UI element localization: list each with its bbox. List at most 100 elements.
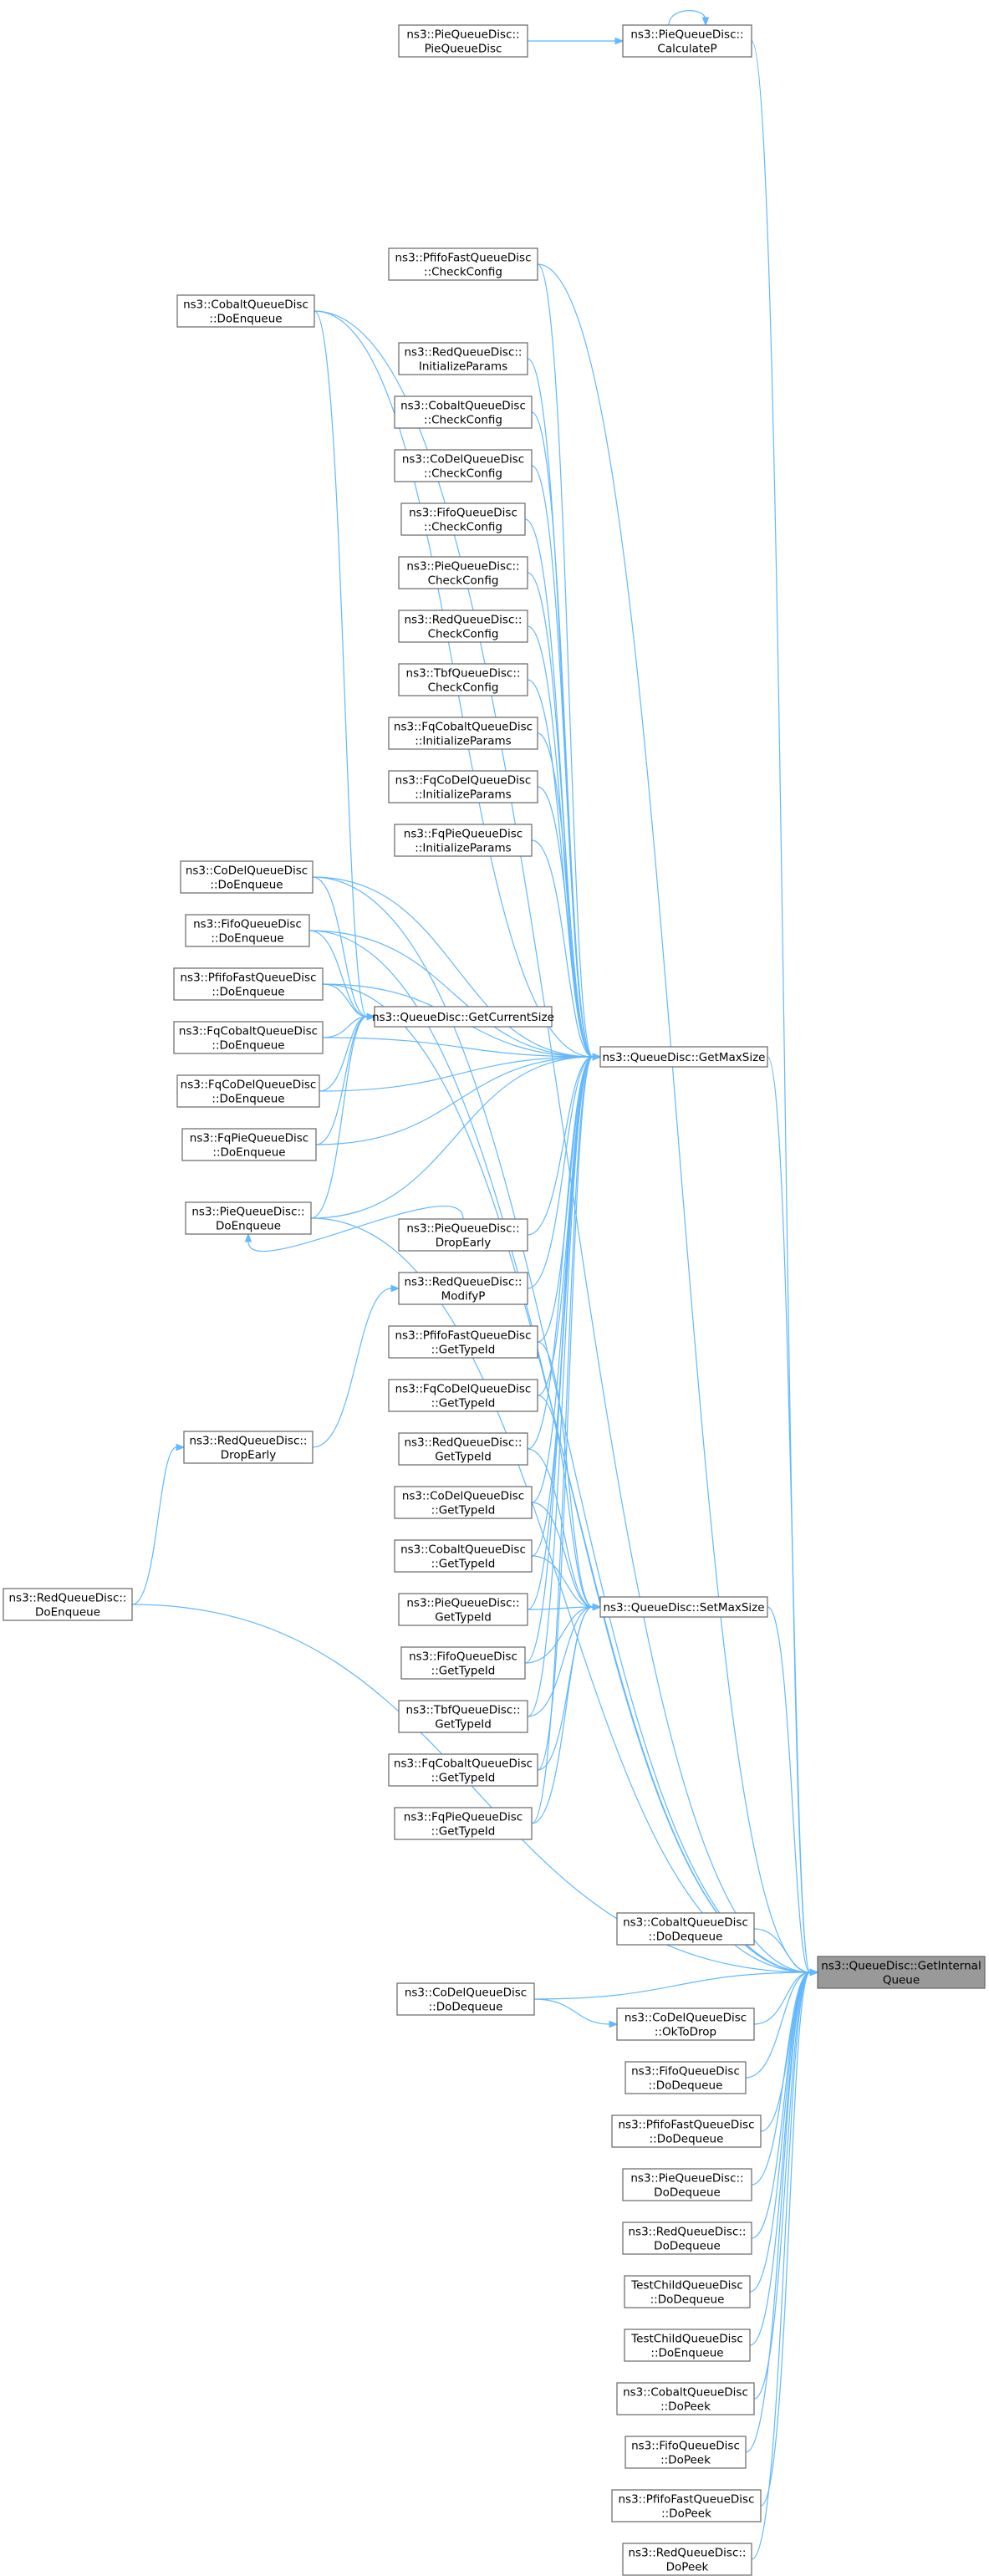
- node-label: PieQueueDisc: [425, 43, 502, 56]
- edge-codelDeq-to-codelOk: [533, 1998, 610, 2025]
- edge-cobaltType-to-setMaxSize: [531, 1555, 594, 1608]
- node-pfifoCheck[interactable]: ns3::PfifoFastQueueDisc::CheckConfig: [388, 247, 538, 281]
- edge-pfifoCheck-to-root: [537, 263, 811, 1973]
- node-label: ns3::CoDelQueueDisc: [402, 1490, 524, 1503]
- node-fqCobaltType[interactable]: ns3::FqCobaltQueueDisc::GetTypeId: [388, 1753, 538, 1787]
- node-testEnq[interactable]: TestChildQueueDisc::DoEnqueue: [624, 2329, 751, 2362]
- node-label: ::DoEnqueue: [212, 1093, 284, 1106]
- edge-fqPieInit-to-getMaxSize: [531, 839, 594, 1058]
- node-pfifoPeek[interactable]: ns3::PfifoFastQueueDisc::DoPeek: [611, 2489, 762, 2522]
- edge-fqCobaltType-to-getMaxSize: [537, 1056, 594, 1771]
- node-tbfType[interactable]: ns3::TbfQueueDisc::GetTypeId: [398, 1700, 528, 1733]
- node-fqCodelType[interactable]: ns3::FqCoDelQueueDisc::GetTypeId: [388, 1379, 538, 1412]
- node-redPeek[interactable]: ns3::RedQueueDisc::DoPeek: [622, 2543, 752, 2576]
- node-getMaxSize[interactable]: ns3::QueueDisc::GetMaxSize: [599, 1046, 768, 1068]
- node-pieCheck[interactable]: ns3::PieQueueDisc::CheckConfig: [398, 556, 528, 589]
- node-fqCodelEnq[interactable]: ns3::FqCoDelQueueDisc::DoEnqueue: [176, 1074, 320, 1108]
- edge-codelEnq-to-getMaxSize: [312, 876, 594, 1058]
- node-pieType[interactable]: ns3::PieQueueDisc::GetTypeId: [398, 1593, 528, 1626]
- node-label: ns3::RedQueueDisc::: [9, 1592, 127, 1605]
- edge-getMaxSize-to-root: [767, 1056, 811, 1973]
- node-box: [398, 663, 528, 696]
- node-codelCheck[interactable]: ns3::CoDelQueueDisc::CheckConfig: [394, 449, 533, 482]
- node-label: ::DoDequeue: [649, 1931, 723, 1944]
- node-label: ::DoEnqueue: [209, 313, 282, 326]
- node-pieEnq[interactable]: ns3::PieQueueDisc::DoEnqueue: [185, 1201, 312, 1235]
- node-cobaltType[interactable]: ns3::CobaltQueueDisc::GetTypeId: [394, 1539, 533, 1573]
- node-label: ns3::RedQueueDisc::: [405, 1276, 523, 1289]
- node-cobaltPeek[interactable]: ns3::CobaltQueueDisc::DoPeek: [616, 2382, 755, 2415]
- node-label: ns3::PfifoFastQueueDisc: [395, 1329, 531, 1343]
- node-box: [616, 2007, 755, 2041]
- node-fifoPeek[interactable]: ns3::FifoQueueDisc::DoPeek: [624, 2436, 747, 2469]
- node-box: [176, 1074, 320, 1108]
- node-testDeq[interactable]: TestChildQueueDisc::DoDequeue: [624, 2275, 751, 2308]
- node-fifoType[interactable]: ns3::FifoQueueDisc::GetTypeId: [400, 1646, 526, 1680]
- node-fqPieType[interactable]: ns3::FqPieQueueDisc::GetTypeId: [394, 1807, 533, 1840]
- node-redType[interactable]: ns3::RedQueueDisc::GetTypeId: [398, 1432, 528, 1466]
- edge-testDeq-to-root: [749, 1972, 811, 2293]
- node-pieDeq[interactable]: ns3::PieQueueDisc::DoDequeue: [622, 2168, 752, 2201]
- node-box: [599, 1046, 768, 1068]
- node-box: [624, 2329, 751, 2362]
- node-fifoEnq[interactable]: ns3::FifoQueueDisc::DoEnqueue: [185, 914, 310, 947]
- node-label: ns3::CobaltQueueDisc: [400, 400, 526, 413]
- node-redModifyP[interactable]: ns3::RedQueueDisc::ModifyP: [398, 1272, 528, 1305]
- node-pfifoType[interactable]: ns3::PfifoFastQueueDisc::GetTypeId: [388, 1325, 538, 1359]
- node-cobaltEnq[interactable]: ns3::CobaltQueueDisc::DoEnqueue: [176, 294, 315, 328]
- edge-fqPieEnq-to-getMaxSize: [315, 1056, 594, 1145]
- node-setMaxSize[interactable]: ns3::QueueDisc::SetMaxSize: [599, 1596, 768, 1618]
- node-label: ns3::TbfQueueDisc::: [406, 667, 521, 681]
- node-fifoDeq[interactable]: ns3::FifoQueueDisc::DoDequeue: [624, 2061, 747, 2094]
- node-label: DoDequeue: [654, 2186, 721, 2200]
- edge-pfifoCheck-to-getMaxSize: [537, 263, 594, 1058]
- node-fqPieEnq[interactable]: ns3::FqPieQueueDisc::DoEnqueue: [181, 1128, 317, 1161]
- node-label: ns3::FqPieQueueDisc: [404, 828, 523, 841]
- node-redEnq[interactable]: ns3::RedQueueDisc::DoEnqueue: [3, 1588, 133, 1621]
- node-fqPieInit[interactable]: ns3::FqPieQueueDisc::InitializeParams: [394, 824, 533, 857]
- node-codelDeq[interactable]: ns3::CoDelQueueDisc::DoDequeue: [396, 1982, 535, 2016]
- node-label: DoPeek: [666, 2561, 709, 2574]
- node-label: ::CheckConfig: [424, 266, 502, 279]
- node-fqCodelInit[interactable]: ns3::FqCoDelQueueDisc::InitializeParams: [388, 770, 538, 803]
- node-codelEnq[interactable]: ns3::CoDelQueueDisc::DoEnqueue: [180, 860, 314, 894]
- edge-pieEnq-to-root: [310, 1217, 811, 1973]
- node-pieDropEarly[interactable]: ns3::PieQueueDisc::DropEarly: [398, 1218, 528, 1252]
- node-codelType[interactable]: ns3::CoDelQueueDisc::GetTypeId: [394, 1486, 533, 1519]
- node-redCheck[interactable]: ns3::RedQueueDisc::CheckConfig: [398, 610, 528, 643]
- node-redInit[interactable]: ns3::RedQueueDisc::InitializeParams: [398, 342, 528, 375]
- edge-redEnq-to-redDropEarly-arrow: [176, 1443, 186, 1451]
- node-tbfCheck[interactable]: ns3::TbfQueueDisc::CheckConfig: [398, 663, 528, 696]
- node-box: [398, 24, 528, 58]
- node-box: [398, 342, 528, 375]
- node-fqCobaltEnq[interactable]: ns3::FqCobaltQueueDisc::DoEnqueue: [173, 1021, 324, 1054]
- node-label: ns3::FqCoDelQueueDisc: [395, 774, 532, 788]
- node-cobaltCheck[interactable]: ns3::CobaltQueueDisc::CheckConfig: [394, 395, 533, 429]
- node-pieCalcP[interactable]: ns3::PieQueueDisc::CalculateP: [622, 24, 752, 58]
- node-box: [185, 1201, 312, 1235]
- node-label: ::DoPeek: [661, 2507, 711, 2521]
- node-label: ns3::CoDelQueueDisc: [624, 2012, 747, 2025]
- edge-setMaxSize-to-root: [767, 1606, 811, 1973]
- node-box: [394, 1539, 533, 1573]
- node-box: [173, 1021, 324, 1054]
- node-pieCtor[interactable]: ns3::PieQueueDisc::PieQueueDisc: [398, 24, 528, 58]
- node-fifoCheck[interactable]: ns3::FifoQueueDisc::CheckConfig: [400, 502, 526, 536]
- edge-tbfType-to-getMaxSize: [527, 1056, 594, 1717]
- node-label: ns3::PfifoFastQueueDisc: [618, 2493, 754, 2507]
- edge-fqCobaltEnq-to-getCurrentSize: [322, 1016, 368, 1038]
- node-fqCobaltInit[interactable]: ns3::FqCobaltQueueDisc::InitializeParams: [388, 717, 538, 750]
- node-box: [183, 1431, 314, 1464]
- node-codelOk[interactable]: ns3::CoDelQueueDisc::OkToDrop: [616, 2007, 755, 2041]
- node-redDropEarly[interactable]: ns3::RedQueueDisc::DropEarly: [183, 1431, 314, 1464]
- node-label: ns3::PieQueueDisc::: [406, 560, 519, 574]
- node-cobaltDeq[interactable]: ns3::CobaltQueueDisc::DoDequeue: [616, 1912, 755, 1946]
- node-pfifoEnq[interactable]: ns3::PfifoFastQueueDisc::DoEnqueue: [173, 967, 324, 1001]
- edge-codelDeq-to-root: [533, 1972, 811, 2000]
- node-redDeq[interactable]: ns3::RedQueueDisc::DoDequeue: [622, 2221, 752, 2255]
- node-label: ns3::PieQueueDisc::: [191, 1206, 304, 1219]
- node-pfifoDeq[interactable]: ns3::PfifoFastQueueDisc::DoDequeue: [611, 2114, 762, 2148]
- node-label: ::GetTypeId: [431, 1504, 496, 1518]
- node-getCurrentSize[interactable]: ns3::QueueDisc::GetCurrentSize: [372, 1006, 554, 1028]
